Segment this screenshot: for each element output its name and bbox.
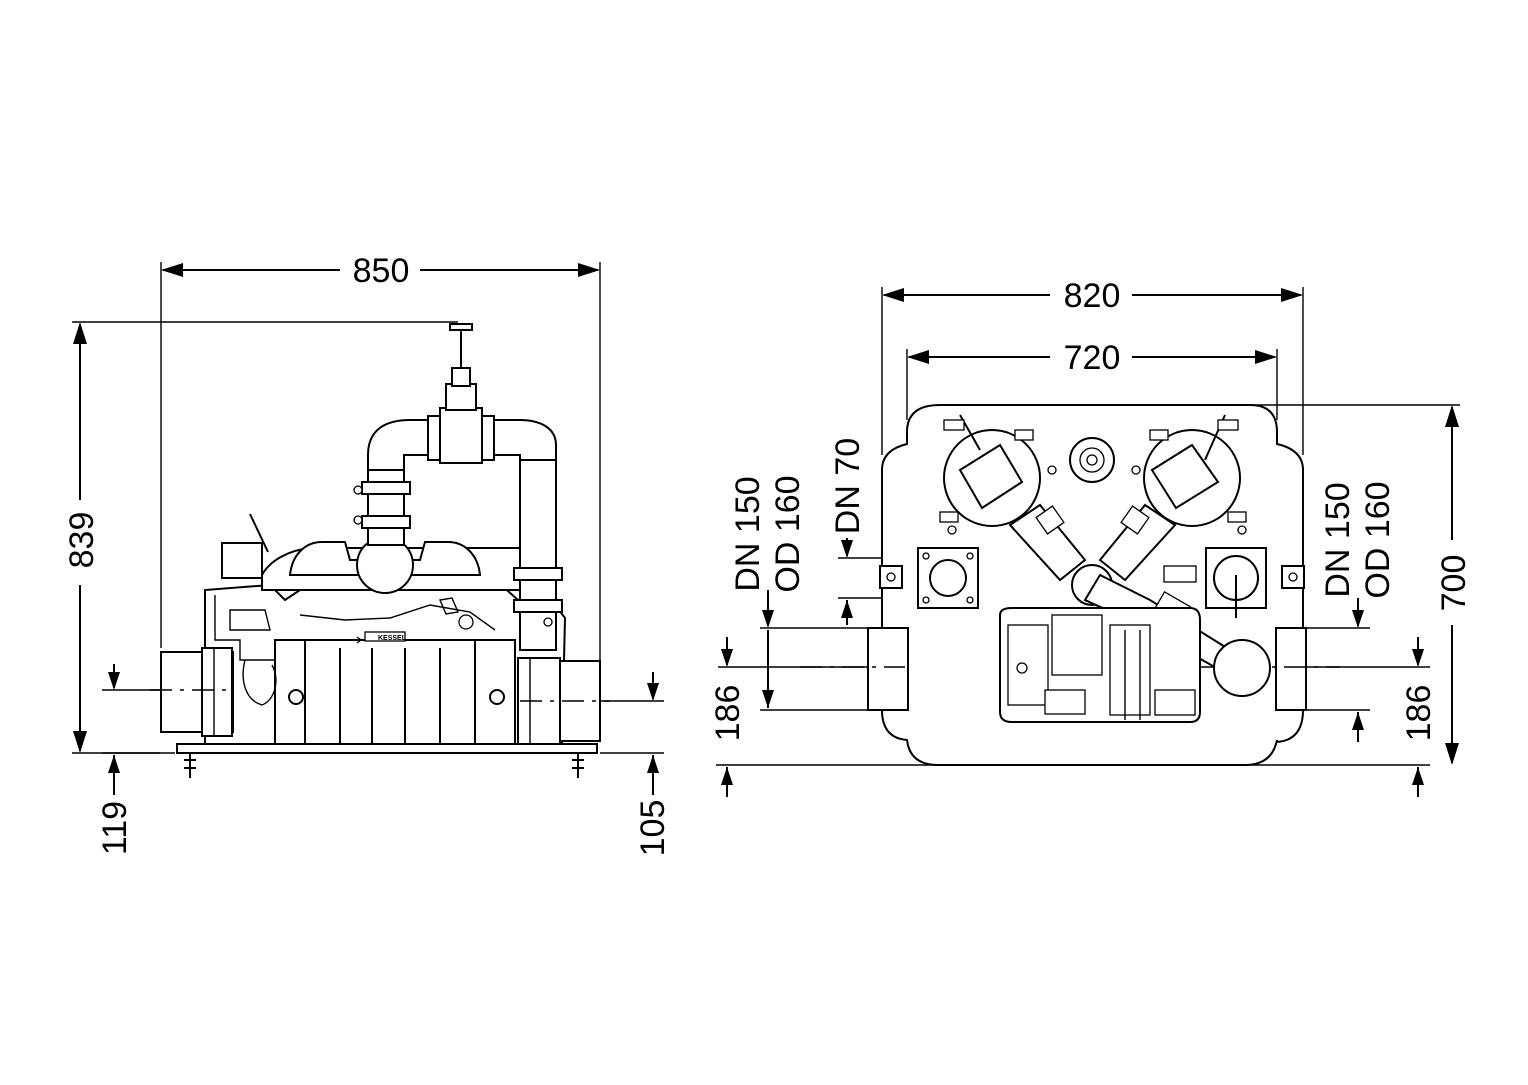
top-right-inlet-pipe bbox=[1200, 627, 1340, 711]
base-plate bbox=[176, 743, 598, 778]
width-dimension-720: 720 bbox=[906, 339, 1278, 420]
vent-dimension: DN 70 bbox=[829, 438, 920, 625]
brand-label: KESSEL bbox=[378, 635, 407, 642]
pump-cover-left bbox=[939, 414, 1057, 535]
outlet-height-dimension-105: 105 bbox=[600, 672, 672, 856]
side-inlet-pipe bbox=[150, 647, 234, 737]
right-inlet-dn-label: DN 150 bbox=[1319, 482, 1357, 597]
control-unit bbox=[999, 607, 1201, 723]
vent-box bbox=[917, 547, 979, 609]
top-view: 820 720 700 bbox=[709, 277, 1473, 797]
right-pipe-height-dimension-186: 186 bbox=[1304, 637, 1438, 797]
inlet-height-label: 119 bbox=[96, 801, 134, 855]
width-dimension-820: 820 bbox=[881, 277, 1304, 455]
inspection-box-right bbox=[1205, 547, 1267, 618]
right-inlet-od-label: OD 160 bbox=[1359, 481, 1397, 598]
left-pipe-height-label: 186 bbox=[709, 685, 747, 742]
vent-dn-label: DN 70 bbox=[829, 438, 867, 534]
depth-dimension-700: 700 bbox=[1180, 404, 1473, 765]
side-view: 850 839 119 bbox=[63, 252, 672, 856]
width-label: 850 bbox=[353, 252, 410, 290]
riser-pipe-right bbox=[489, 419, 563, 651]
left-inlet-od-label: OD 160 bbox=[769, 475, 807, 592]
depth-label: 700 bbox=[1435, 555, 1473, 612]
top-left-inlet-pipe bbox=[800, 627, 909, 711]
side-outlet-pipe bbox=[517, 657, 610, 745]
right-inlet-dimension: DN 150 OD 160 bbox=[1304, 481, 1397, 742]
inlet-height-dimension-119: 119 bbox=[96, 664, 160, 855]
tank-body: KESSEL bbox=[204, 580, 567, 745]
inner-width-label: 720 bbox=[1064, 339, 1121, 377]
height-dimension-839: 839 bbox=[63, 321, 458, 754]
width-dimension-850: 850 bbox=[160, 252, 601, 662]
left-inlet-dimension: DN 150 OD 160 bbox=[729, 475, 868, 711]
outer-width-label: 820 bbox=[1064, 277, 1121, 315]
pump-covers bbox=[221, 513, 550, 594]
height-label: 839 bbox=[63, 512, 101, 569]
gate-valve bbox=[427, 323, 495, 464]
left-pipe-height-dimension-186: 186 bbox=[709, 637, 870, 797]
outlet-height-label: 105 bbox=[634, 800, 672, 857]
left-inlet-dn-label: DN 150 bbox=[729, 476, 767, 591]
right-pipe-height-label: 186 bbox=[1400, 685, 1438, 742]
riser-pipe-left bbox=[353, 419, 441, 546]
center-inspection-port bbox=[1069, 437, 1115, 483]
pump-cover-right bbox=[1131, 414, 1247, 535]
